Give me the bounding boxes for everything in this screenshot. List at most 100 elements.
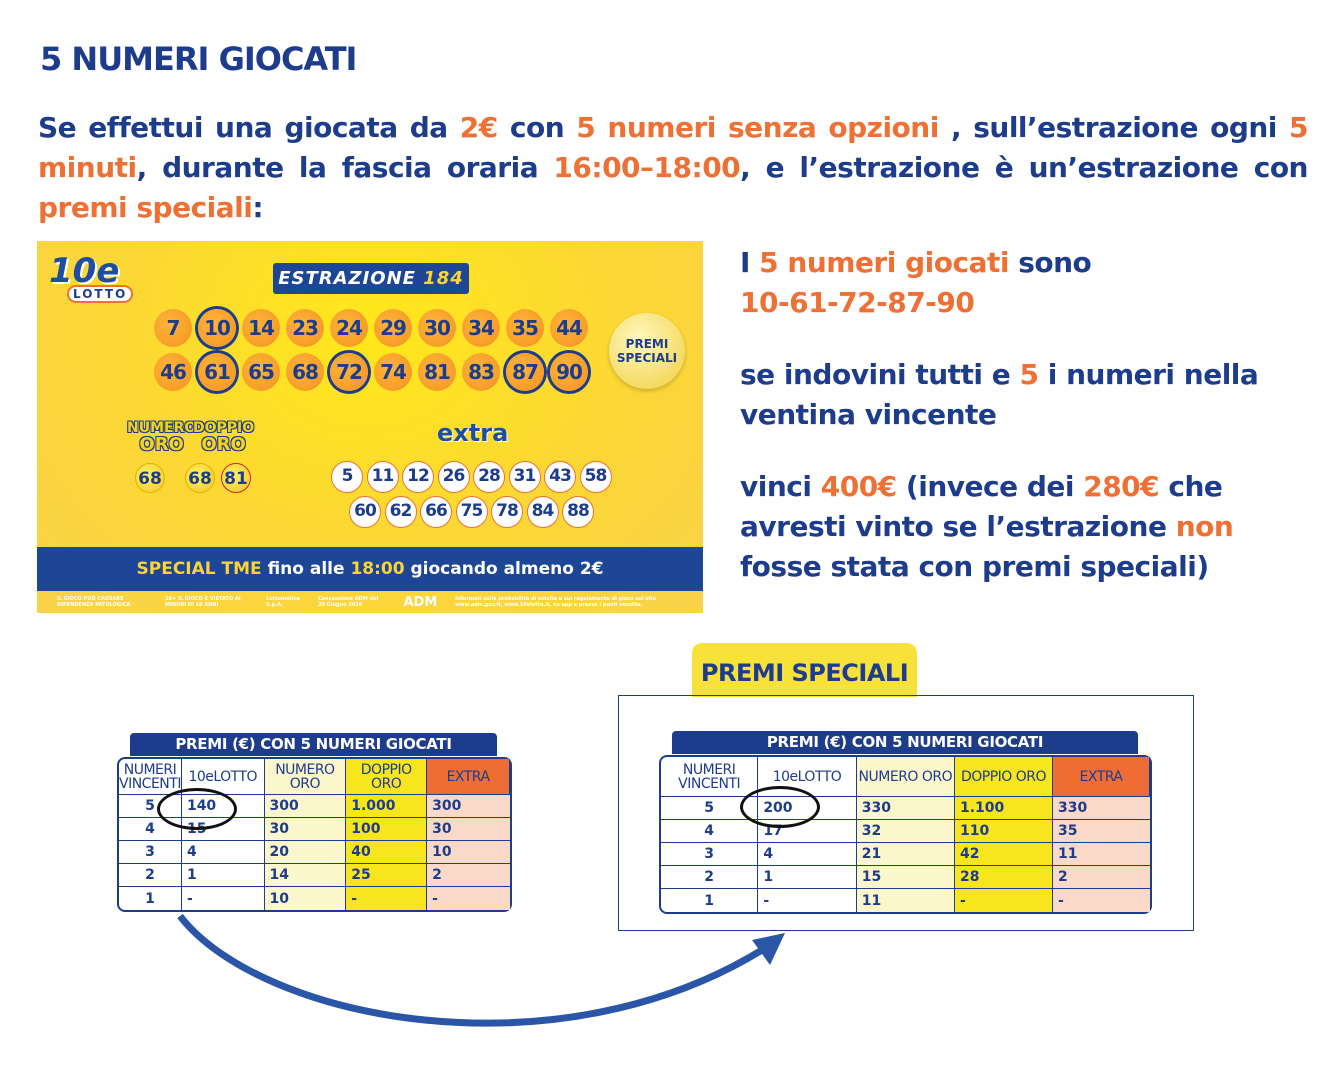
table-cell: 14 bbox=[264, 864, 347, 887]
table-cell: - bbox=[954, 889, 1054, 912]
extra-ball: 12 bbox=[402, 461, 434, 493]
text-span: , sull’estrazione ogni bbox=[938, 111, 1290, 144]
text-span: i numeri nella ventina vincente bbox=[740, 358, 1259, 431]
doppio-oro-l1: DOPPIO bbox=[193, 420, 255, 436]
table-cell: 330 bbox=[856, 797, 955, 820]
special-time-banner: SPECIAL TME fino alle 18:00 giocando alm… bbox=[37, 547, 703, 591]
number-ball: 7 bbox=[154, 309, 192, 347]
table-cell: 30 bbox=[427, 818, 510, 841]
table-cell: 3 bbox=[661, 843, 759, 866]
table-cell: 4 bbox=[181, 841, 265, 864]
table-cell: 4 bbox=[758, 843, 857, 866]
table-cell: 32 bbox=[856, 820, 955, 843]
text-span: 16:00–18:00 bbox=[553, 151, 741, 184]
number-ball: 23 bbox=[286, 309, 324, 347]
text-span: vinci bbox=[740, 470, 821, 503]
text-span: 18:00 bbox=[350, 559, 405, 579]
intro-paragraph: Se effettui una giocata da 2€ con 5 nume… bbox=[38, 108, 1309, 228]
table-cell: 40 bbox=[346, 841, 428, 864]
extra-ball: 5 bbox=[331, 461, 363, 493]
table-left-title: PREMI (€) CON 5 NUMERI GIOCATI bbox=[130, 733, 497, 756]
table-cell: 28 bbox=[954, 866, 1054, 889]
table-cell: 10 bbox=[264, 887, 347, 910]
number-ball: 29 bbox=[374, 309, 412, 347]
table-cell: 35 bbox=[1053, 820, 1150, 843]
table-cell: 15 bbox=[856, 866, 955, 889]
number-ball: 65 bbox=[242, 353, 280, 391]
text-span: che avresti vinto se l’estrazione bbox=[740, 470, 1223, 543]
number-ball: 83 bbox=[462, 353, 500, 391]
table-cell: 1.100 bbox=[954, 797, 1054, 820]
text-span: se indovini tutti e bbox=[740, 358, 1020, 391]
number-ball: 46 bbox=[154, 353, 192, 391]
table-cell: 110 bbox=[954, 820, 1054, 843]
text-span: 5 bbox=[1019, 358, 1039, 391]
extra-logo: extra bbox=[437, 419, 509, 447]
number-ball: 72 bbox=[330, 353, 368, 391]
column-header: EXTRA bbox=[1053, 757, 1150, 797]
estrazione-number: 184 bbox=[423, 268, 464, 289]
premi-speciali-box bbox=[618, 695, 1194, 931]
numero-oro-l1: NUMERO bbox=[127, 420, 197, 436]
extra-ball: 62 bbox=[384, 496, 417, 528]
text-span: 2€ bbox=[459, 111, 498, 144]
table-cell: - bbox=[346, 887, 428, 910]
table-cell: 21 bbox=[856, 843, 955, 866]
table-cell: 1 bbox=[119, 887, 182, 910]
extra-ball: 58 bbox=[579, 461, 612, 493]
highlight-ellipse bbox=[157, 788, 237, 830]
text-span: , e l’estrazione è un’estrazione con bbox=[740, 151, 1308, 184]
table-cell: 3 bbox=[119, 841, 182, 864]
extra-ball: 88 bbox=[562, 496, 594, 528]
doppio-oro-ball: 81 bbox=[221, 463, 251, 493]
text-span: 5 minuti bbox=[38, 111, 1309, 184]
table-row: 1-10-- bbox=[119, 887, 510, 910]
numero-oro-l2: ORO bbox=[139, 434, 184, 455]
estrazione-banner: ESTRAZIONE 184 bbox=[273, 263, 469, 294]
column-header: EXTRA bbox=[427, 759, 510, 795]
extra-ball: 28 bbox=[473, 461, 505, 493]
text-span: : bbox=[252, 191, 264, 224]
text-span: 280€ bbox=[1083, 470, 1160, 503]
footer-text: Informati sulle probabilità di vincita e… bbox=[455, 596, 656, 608]
table-cell: 4 bbox=[119, 818, 182, 841]
text-span: 400€ bbox=[820, 470, 897, 503]
column-header: DOPPIO ORO bbox=[954, 757, 1054, 797]
text-span: , durante la fascia oraria bbox=[136, 151, 554, 184]
extra-ball: 78 bbox=[491, 496, 523, 528]
explanation-paragraph: I 5 numeri giocati sono 10-61-72-87-90 bbox=[740, 243, 1320, 323]
extra-ball: 31 bbox=[508, 461, 541, 493]
table-cell: 30 bbox=[264, 818, 347, 841]
number-ball: 74 bbox=[374, 353, 412, 391]
table-cell: 42 bbox=[954, 843, 1054, 866]
number-ball: 90 bbox=[550, 353, 588, 391]
text-span: SPECIAL TME bbox=[136, 559, 262, 579]
legal-footer: IL GIOCO PUÒ CAUSARE DIPENDENZA PATOLOGI… bbox=[37, 591, 703, 613]
number-ball: 68 bbox=[286, 353, 324, 391]
number-ball: 10 bbox=[198, 309, 236, 347]
extra-ball: 60 bbox=[349, 496, 381, 528]
extra-ball: 75 bbox=[455, 496, 488, 528]
number-ball: 81 bbox=[418, 353, 456, 391]
10elotto-logo: 10e bbox=[49, 251, 120, 291]
table-cell: - bbox=[427, 887, 510, 910]
explanation-paragraph: vinci 400€ (invece dei 280€ che avresti … bbox=[740, 467, 1320, 587]
text-span: I bbox=[740, 246, 760, 279]
column-header: NUMERO ORO bbox=[856, 757, 955, 797]
number-ball: 44 bbox=[550, 309, 588, 347]
badge-line-2: SPECIALI bbox=[616, 351, 678, 365]
number-ball: 35 bbox=[506, 309, 544, 347]
table-cell: 11 bbox=[1053, 843, 1150, 866]
text-span: con bbox=[497, 111, 577, 144]
table-cell: 10 bbox=[427, 841, 510, 864]
numero-oro-ball: 68 bbox=[135, 463, 165, 493]
